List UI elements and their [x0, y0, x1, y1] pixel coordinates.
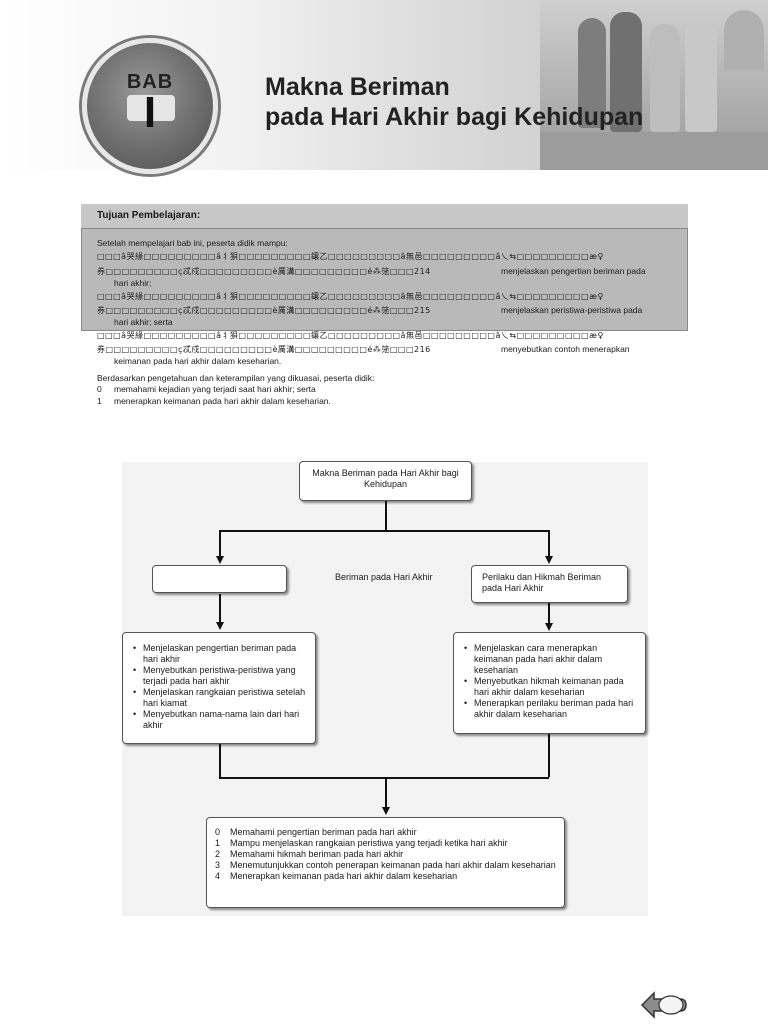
connector: [548, 603, 550, 623]
connector: [548, 530, 550, 556]
list-item: Menjelaskan rangkaian peristiwa setelah …: [131, 687, 307, 709]
connector: [219, 530, 221, 556]
list-item: Menyebutkan nama-nama lain dari hari akh…: [131, 709, 307, 731]
outcome-text: Menerapkan keimanan pada hari akhir dala…: [230, 871, 458, 881]
skill-item: memahami kejadian yang terjadi saat hari…: [114, 384, 316, 394]
objective-item-continued: keimanan pada hari akhir dalam keseharia…: [114, 356, 282, 366]
chapter-number: I: [143, 88, 157, 137]
skill-number: 0: [97, 384, 102, 394]
list-item: Menerapkan perilaku beriman pada hari ak…: [462, 698, 637, 720]
garbled-line: □□□â哭緣□□□□□□□□□â丬狽□□□□□□□□□鑲乙□□□□□□□□□â無…: [97, 331, 604, 340]
outcome-number: 2: [215, 849, 221, 859]
outcome-text: Memahami hikmah beriman pada hari akhir: [230, 849, 404, 859]
objective-item: menjelaskan peristiwa-peristiwa pada: [501, 305, 643, 315]
garbled-line: 券□□□□□□□□□ç忒戍□□□□□□□□□è厲溝□□□□□□□□□é⁂筂□□□…: [97, 345, 431, 354]
outcome-number: 1: [215, 838, 221, 848]
right-detail-list: Menjelaskan cara menerapkan keimanan pad…: [462, 643, 637, 720]
outcomes-box: 0 Memahami pengertian beriman pada hari a…: [206, 817, 565, 908]
concept-map-root: Makna Beriman pada Hari Akhir bagi Kehid…: [299, 461, 472, 501]
left-detail-box: Menjelaskan pengertian beriman pada hari…: [122, 632, 316, 744]
garbled-line: □□□â哭緣□□□□□□□□□â丬狽□□□□□□□□□鑲乙□□□□□□□□□â無…: [97, 292, 604, 301]
list-item: Menjelaskan cara menerapkan keimanan pad…: [462, 643, 637, 676]
connector: [548, 734, 550, 777]
header-photo: [540, 0, 768, 170]
list-item: Menjelaskan pengertian beriman pada hari…: [131, 643, 307, 665]
outcome-text: Memahami pengertian beriman pada hari ak…: [230, 827, 417, 837]
learning-objectives-header: [81, 204, 688, 229]
page-turn-arrow-icon[interactable]: [640, 990, 688, 1020]
arrow-down-icon: [545, 556, 553, 564]
chapter-title-line-1: Makna Beriman: [265, 73, 450, 101]
list-item: 3 Menemutunjukkan contoh penerapan keiman…: [215, 860, 556, 871]
connector: [219, 594, 221, 622]
chapter-number-plate: [127, 95, 175, 121]
chapter-header-banner: [0, 0, 768, 170]
connector: [219, 530, 549, 532]
list-item: Menyebutkan hikmah keimanan pada hari ak…: [462, 676, 637, 698]
outcome-number: 4: [215, 871, 221, 881]
objectives-intro: Setelah mempelajari bab ini, peserta did…: [97, 238, 288, 248]
list-item: 1 Mampu menjelaskan rangkaian peristiwa y…: [215, 838, 556, 849]
connector: [219, 744, 221, 777]
outcome-number: 0: [215, 827, 221, 837]
outcome-number: 3: [215, 860, 221, 870]
garbled-line: 券□□□□□□□□□ç忒戍□□□□□□□□□è厲溝□□□□□□□□□é⁂筂□□□…: [97, 267, 431, 276]
connector: [385, 501, 387, 530]
chapter-label: BAB: [126, 71, 174, 93]
objective-item: menyebutkan contoh menerapkan: [501, 344, 630, 354]
objective-item-continued: hari akhir;: [114, 278, 152, 288]
chapter-title-line-2: pada Hari Akhir bagi Kehidupan: [265, 103, 644, 131]
list-item: 4 Menerapkan keimanan pada hari akhir dal…: [215, 871, 556, 882]
list-item: 2 Memahami hikmah beriman pada hari akhir: [215, 849, 556, 860]
arrow-down-icon: [382, 807, 390, 815]
chapter-title: Makna Beriman pada Hari Akhir bagi Kehid…: [265, 72, 643, 132]
learning-objectives-title: Tujuan Pembelajaran:: [97, 210, 201, 221]
objective-item-continued: hari akhir; serta: [114, 317, 173, 327]
connector: [219, 777, 549, 779]
skill-number: 1: [97, 396, 102, 406]
right-detail-box: Menjelaskan cara menerapkan keimanan pad…: [453, 632, 646, 734]
left-branch-box: [152, 565, 287, 593]
outcome-text: Mampu menjelaskan rangkaian peristiwa ya…: [230, 838, 508, 848]
outcome-text: Menemutunjukkan contoh penerapan keimana…: [230, 860, 556, 870]
middle-topic-label: Beriman pada Hari Akhir: [335, 572, 433, 582]
left-detail-list: Menjelaskan pengertian beriman pada hari…: [131, 643, 307, 731]
garbled-line: □□□â哭緣□□□□□□□□□â丬狽□□□□□□□□□鑲乙□□□□□□□□□â無…: [97, 252, 604, 261]
root-text: Makna Beriman pada Hari Akhir bagi Kehid…: [312, 468, 459, 489]
list-item: 0 Memahami pengertian beriman pada hari a…: [215, 827, 556, 838]
arrow-down-icon: [216, 556, 224, 564]
right-branch-text: Perilaku dan Hikmah Beriman pada Hari Ak…: [482, 572, 602, 593]
list-item: Menyebutkan peristiwa-peristiwa yang ter…: [131, 665, 307, 687]
arrow-down-icon: [216, 622, 224, 630]
skills-intro: Berdasarkan pengetahuan dan keterampilan…: [97, 373, 375, 383]
arrow-down-icon: [545, 623, 553, 631]
connector: [385, 777, 387, 807]
right-branch-box: Perilaku dan Hikmah Beriman pada Hari Ak…: [471, 565, 628, 603]
objective-item: menjelaskan pengertian beriman pada: [501, 266, 646, 276]
chapter-badge: BAB I: [82, 38, 218, 174]
skill-item: menerapkan keimanan pada hari akhir dala…: [114, 396, 331, 406]
garbled-line: 券□□□□□□□□□ç忒戍□□□□□□□□□è厲溝□□□□□□□□□é⁂筂□□□…: [97, 306, 431, 315]
outcomes-list: 0 Memahami pengertian beriman pada hari a…: [215, 827, 556, 882]
